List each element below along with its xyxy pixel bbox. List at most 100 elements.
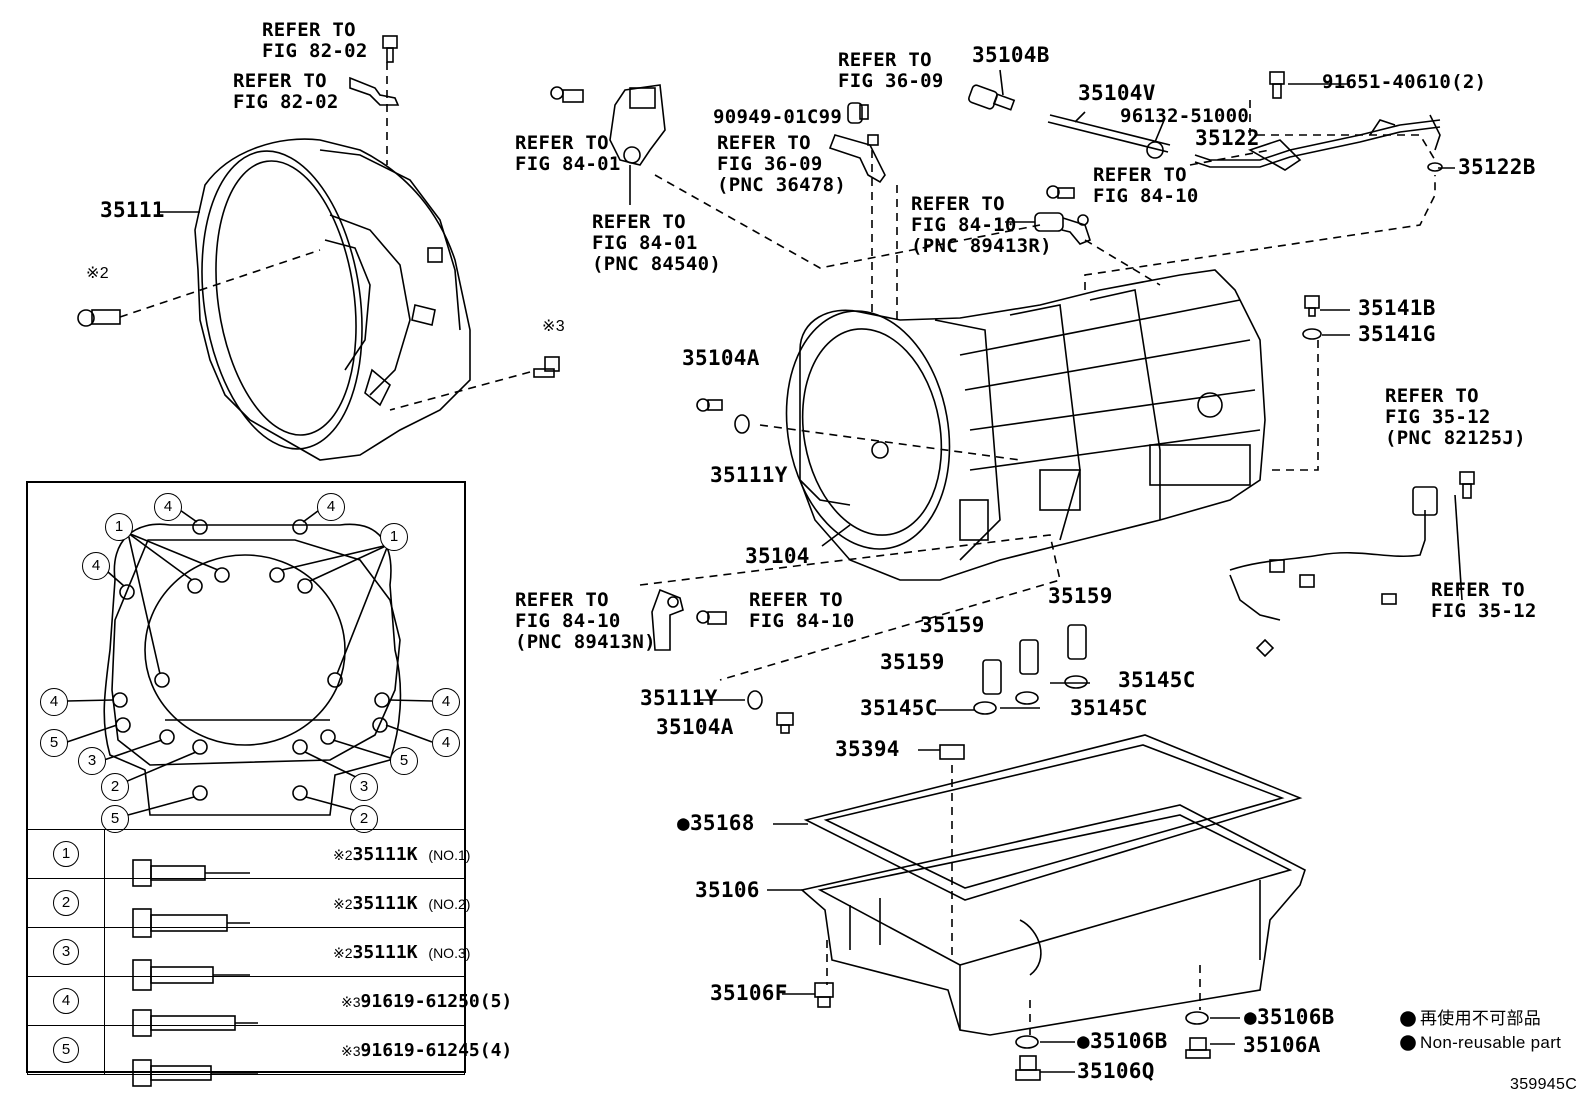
inset-bolt-holes [112,519,390,801]
row-number: 3 [53,939,79,965]
solenoid-84540 [609,84,666,166]
bolt-note: (NO.2) [428,896,471,912]
callout-5: 2 [350,805,378,833]
callout-2: 3 [350,773,378,801]
callout-5: 4 [432,729,460,757]
inset-callout-lines [66,507,433,816]
leaders [700,69,1463,1073]
bolt-part-number: 91619-61250(5) [360,991,513,1012]
oring-35122B [1427,162,1443,172]
label-refer-35-12-a: REFER TO FIG 35-12 (PNC 82125J) [1385,385,1526,449]
callout-4: 4 [154,493,182,521]
callout-1: 1 [380,523,408,551]
leader-dashes-left [119,62,531,411]
legend-text-jp: 再使用不可部品 [1420,1009,1542,1028]
pipe-35122 [1194,114,1441,171]
label-35104: 35104 [745,544,810,568]
bolt-star2 [77,309,121,327]
pan-gasket-35168 [803,734,1303,901]
bolt-part-number: 91619-61245(4) [360,1040,513,1061]
bolt-legend-table: 1 ※235111K (NO.1) 2 ※235111K (NO.2) 3 ※2… [27,829,512,1075]
oring-35111Y-top [734,414,750,434]
sensor-90949 [847,102,869,124]
inset-housing-outline [103,523,402,816]
label-91651-40610: 91651-40610(2) [1322,71,1487,93]
bell-housing [194,138,471,461]
bolt-part-number: 35111K [352,844,418,865]
bolt-ref: ※2 [333,847,353,863]
bolt-note: (NO.1) [428,847,471,863]
label-35394: 35394 [835,737,900,761]
label-35145C-c: 35145C [860,696,938,720]
bolt-ref: ※2 [333,945,353,961]
label-star3: ※3 [542,318,565,335]
table-row: 4 ※391619-61250(5) [27,976,512,1026]
bolt-84-10 [1046,185,1075,199]
row-number: 2 [53,890,79,916]
table-row: 5 ※391619-61245(4) [27,1025,512,1075]
label-35145C-a: 35145C [1118,668,1196,692]
callout-1: 1 [105,513,133,541]
bolt-part-number: 35111K [352,942,418,963]
row-number: 1 [53,841,79,867]
washer-35141G [1302,328,1322,340]
plug-35106A [1185,1037,1211,1059]
drain-35106F [814,982,834,1008]
callout-2: 2 [101,773,129,801]
gasket-35106B-right [1185,1011,1209,1025]
callout-4: 4 [40,688,68,716]
label-35122: 35122 [1195,126,1260,150]
leader-dashes-main [639,100,1436,1035]
label-35104B: 35104B [972,43,1050,67]
legend-bullet-en [1400,1035,1416,1051]
label-35106B-left: ●35106B [1077,1029,1168,1053]
label-star2: ※2 [86,265,109,282]
bolt-star3 [533,356,560,378]
label-35159-a: 35159 [1048,584,1113,608]
bolt-ref: ※2 [333,896,353,912]
bolt-part-number: 35111K [352,893,418,914]
legend-bullet-jp [1400,1011,1416,1027]
bracket-82-02 [349,76,400,106]
oring-35111Y-bottom [747,690,763,710]
gasket-35145C-a [1064,675,1088,689]
label-35104A-bottom: 35104A [656,715,734,739]
sensor-89413N [651,588,684,651]
plug-35159-c [982,659,1002,695]
row-number: 4 [53,988,79,1014]
gasket-35106B-left [1015,1035,1039,1049]
label-35104A-top: 35104A [682,346,760,370]
label-refer-84-01-b: REFER TO FIG 84-01 (PNC 84540) [592,211,722,275]
plug-35104A-top [696,398,723,412]
callout-4: 4 [317,493,345,521]
bolt-35141B [1304,295,1320,317]
label-35104V: 35104V [1078,81,1156,105]
label-refer-84-01-a: REFER TO FIG 84-01 [515,132,621,175]
label-35168: ●35168 [677,811,755,835]
label-35122B: 35122B [1458,155,1536,179]
label-35106B-right: ●35106B [1244,1005,1335,1029]
label-96132-51000: 96132-51000 [1120,105,1250,127]
table-row: 1 ※235111K (NO.1) [27,829,470,879]
transmission-case [785,269,1266,581]
table-row: 3 ※235111K (NO.3) [27,927,470,977]
bolt-ref: ※3 [341,1043,361,1059]
bolt-note: (NO.3) [428,945,471,961]
label-refer-36-09-a: REFER TO FIG 36-09 [838,49,944,92]
plug-35106Q [1015,1055,1041,1081]
row-number: 5 [53,1037,79,1063]
bolt-35-12 [1459,471,1475,499]
legend-text-en: Non-reusable part [1420,1033,1562,1052]
label-refer-84-10-c: REFER TO FIG 84-10 (PNC 89413N) [515,589,656,653]
label-refer-84-10-d: REFER TO FIG 84-10 [749,589,855,632]
bolt-91651 [1269,71,1285,99]
gasket-35145C-c [973,701,997,715]
label-35141B: 35141B [1358,296,1436,320]
oil-pan-35106 [800,804,1306,1036]
magnet-35394 [939,744,965,760]
label-refer-36-09-b: REFER TO FIG 36-09 (PNC 36478) [717,132,847,196]
plug-35159-a [1067,624,1087,660]
callout-3: 5 [390,747,418,775]
label-35106A: 35106A [1243,1033,1321,1057]
